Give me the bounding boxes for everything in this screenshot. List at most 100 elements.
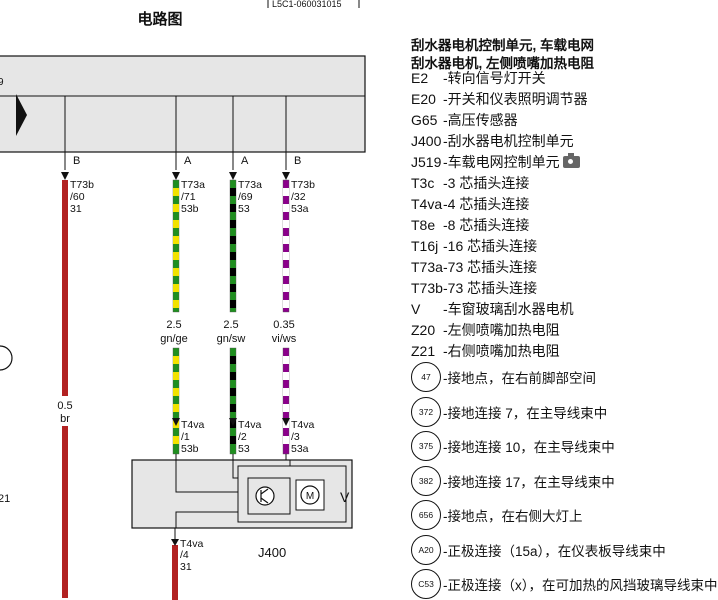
wire-stripe xyxy=(230,236,236,244)
wire-stripe xyxy=(283,300,289,308)
wire-conn: T73a xyxy=(181,179,205,191)
camera-icon[interactable] xyxy=(562,153,580,168)
pin-arrow-icon xyxy=(172,172,180,180)
ground-row: 375-接地连接 10，在主导线束中 xyxy=(411,430,615,462)
legend-row: T73b-73 芯插头连接 xyxy=(411,278,537,298)
wire-stripe xyxy=(173,268,179,276)
left-edge-label: 21 xyxy=(0,493,10,505)
wire-stripe xyxy=(173,436,179,444)
panel-title-line-1: 刮水器电机控制单元, 车载电网 xyxy=(411,38,595,53)
wire-stripe xyxy=(283,268,289,276)
ground-point-icon: 47 xyxy=(411,362,441,392)
left-connector-arc xyxy=(0,345,13,371)
wire-stripe xyxy=(230,388,236,396)
wire-term: 31 xyxy=(70,203,82,215)
legend-code: E20 xyxy=(411,91,436,107)
wire-conn2: T4va xyxy=(291,419,315,431)
legend-code: E2 xyxy=(411,70,429,86)
legend-code: T3c xyxy=(411,175,435,191)
ground-point-icon: A20 xyxy=(411,534,441,565)
wire-stripe xyxy=(173,220,179,228)
motor-label: M xyxy=(306,491,314,502)
legend-row: E20-开关和仪表照明调节器 xyxy=(411,89,588,109)
legend-row: T4va-4 芯插头连接 xyxy=(411,194,529,214)
j400-route-2 xyxy=(232,460,238,479)
wire-stripe xyxy=(283,252,289,260)
ground-desc: -正极连接（x），在可加热的风挡玻璃导线束中 xyxy=(443,578,718,593)
legend-desc: -车载电网控制单元 xyxy=(443,154,560,170)
pin-arrow-icon xyxy=(229,418,237,426)
motor-icon xyxy=(300,485,320,505)
wire-pin: /32 xyxy=(291,191,306,203)
legend-row: J400-刮水器电机控制单元 xyxy=(411,131,574,151)
ground-row: 372-接地连接 7，在主导线束中 xyxy=(411,396,607,428)
wire-stripe xyxy=(230,436,236,444)
legend-desc: -左侧喷嘴加热电阻 xyxy=(443,322,560,338)
wire-stripe xyxy=(230,252,236,260)
wire-stripe xyxy=(230,188,236,196)
wire-stripe xyxy=(283,204,289,212)
transistor-icon-c xyxy=(260,488,269,495)
transistor-icon-e xyxy=(260,497,269,504)
wire-stripe xyxy=(230,268,236,276)
wire-top-letter: A xyxy=(241,155,249,167)
wire-segment xyxy=(229,179,237,313)
ground-point-icon: 656 xyxy=(411,500,441,530)
wire-color-code: gn/sw xyxy=(217,333,246,345)
wire-stripe xyxy=(283,356,289,364)
legend-code: Z20 xyxy=(411,322,436,338)
wire-stripe xyxy=(230,300,236,308)
wire-term: 53 xyxy=(238,203,250,215)
bus-label: 9 xyxy=(0,77,4,88)
wire-conn: T73a xyxy=(238,179,262,191)
legend-code: V xyxy=(411,301,421,317)
j519-box xyxy=(0,55,366,153)
wire-segment xyxy=(62,180,68,598)
wire-stripe xyxy=(230,356,236,364)
wire-segment xyxy=(172,179,180,313)
wire-size: 0.35 xyxy=(273,319,294,331)
legend-row: T16j-16 芯插头连接 xyxy=(411,236,537,256)
legend-code: G65 xyxy=(411,112,438,128)
legend-code: T73b xyxy=(411,280,443,296)
legend-code: Z21 xyxy=(411,343,436,359)
wire-segment xyxy=(282,179,290,313)
panel-title-line-2: 刮水器电机, 左侧喷嘴加热电阻 xyxy=(411,56,595,71)
wire-stripe xyxy=(283,284,289,292)
j400-route-4 xyxy=(175,511,238,528)
legend-code: T4va xyxy=(411,196,443,212)
ground-row: 656-接地点，在右侧大灯上 xyxy=(411,499,583,531)
wire-stripe xyxy=(173,300,179,308)
wire-stripe xyxy=(173,204,179,212)
wire-stripe xyxy=(283,436,289,444)
legend-code: T73a xyxy=(411,259,443,275)
wire-conn2: T4va xyxy=(238,419,262,431)
wire-top-letter: B xyxy=(294,155,301,167)
legend-row: T73a-73 芯插头连接 xyxy=(411,257,537,277)
wire-top-letter: B xyxy=(73,155,80,167)
pin-arrow-icon xyxy=(282,172,290,180)
wire-color-code: gn/ge xyxy=(160,333,188,345)
ground-row: C53-正极连接（x），在可加热的风挡玻璃导线束中 xyxy=(411,568,718,600)
wire-size: 0.5 xyxy=(57,400,72,412)
wire-label-bg xyxy=(51,396,79,426)
legend-code: J519 xyxy=(411,154,442,170)
transistor-icon xyxy=(255,486,275,506)
page-arrow-icon[interactable] xyxy=(16,94,27,136)
bottom-pin: /4 xyxy=(180,549,189,561)
ground-desc: -接地连接 10，在主导线束中 xyxy=(443,440,615,455)
ground-desc: -接地连接 7，在主导线束中 xyxy=(443,405,608,421)
legend-desc: -车窗玻璃刮水器电机 xyxy=(443,301,574,317)
diagram-title: 电路图 xyxy=(137,10,182,28)
legend-row: V -车窗玻璃刮水器电机 xyxy=(411,299,574,319)
pin-arrow-icon xyxy=(229,172,237,180)
ground-point-icon: 372 xyxy=(411,396,441,427)
bottom-term: 31 xyxy=(180,561,192,573)
wires-layer: BT73b/60310.5brAT73a/7153b2.5gn/geT4va/1… xyxy=(51,96,315,598)
ground-desc: -接地连接 17，在主导线束中 xyxy=(443,474,615,490)
ground-point-icon: 375 xyxy=(411,431,441,461)
ground-row: 47-接地点，在右前脚部空间 xyxy=(411,361,596,393)
wire-stripe xyxy=(173,236,179,244)
wire-pin: /60 xyxy=(70,191,85,203)
